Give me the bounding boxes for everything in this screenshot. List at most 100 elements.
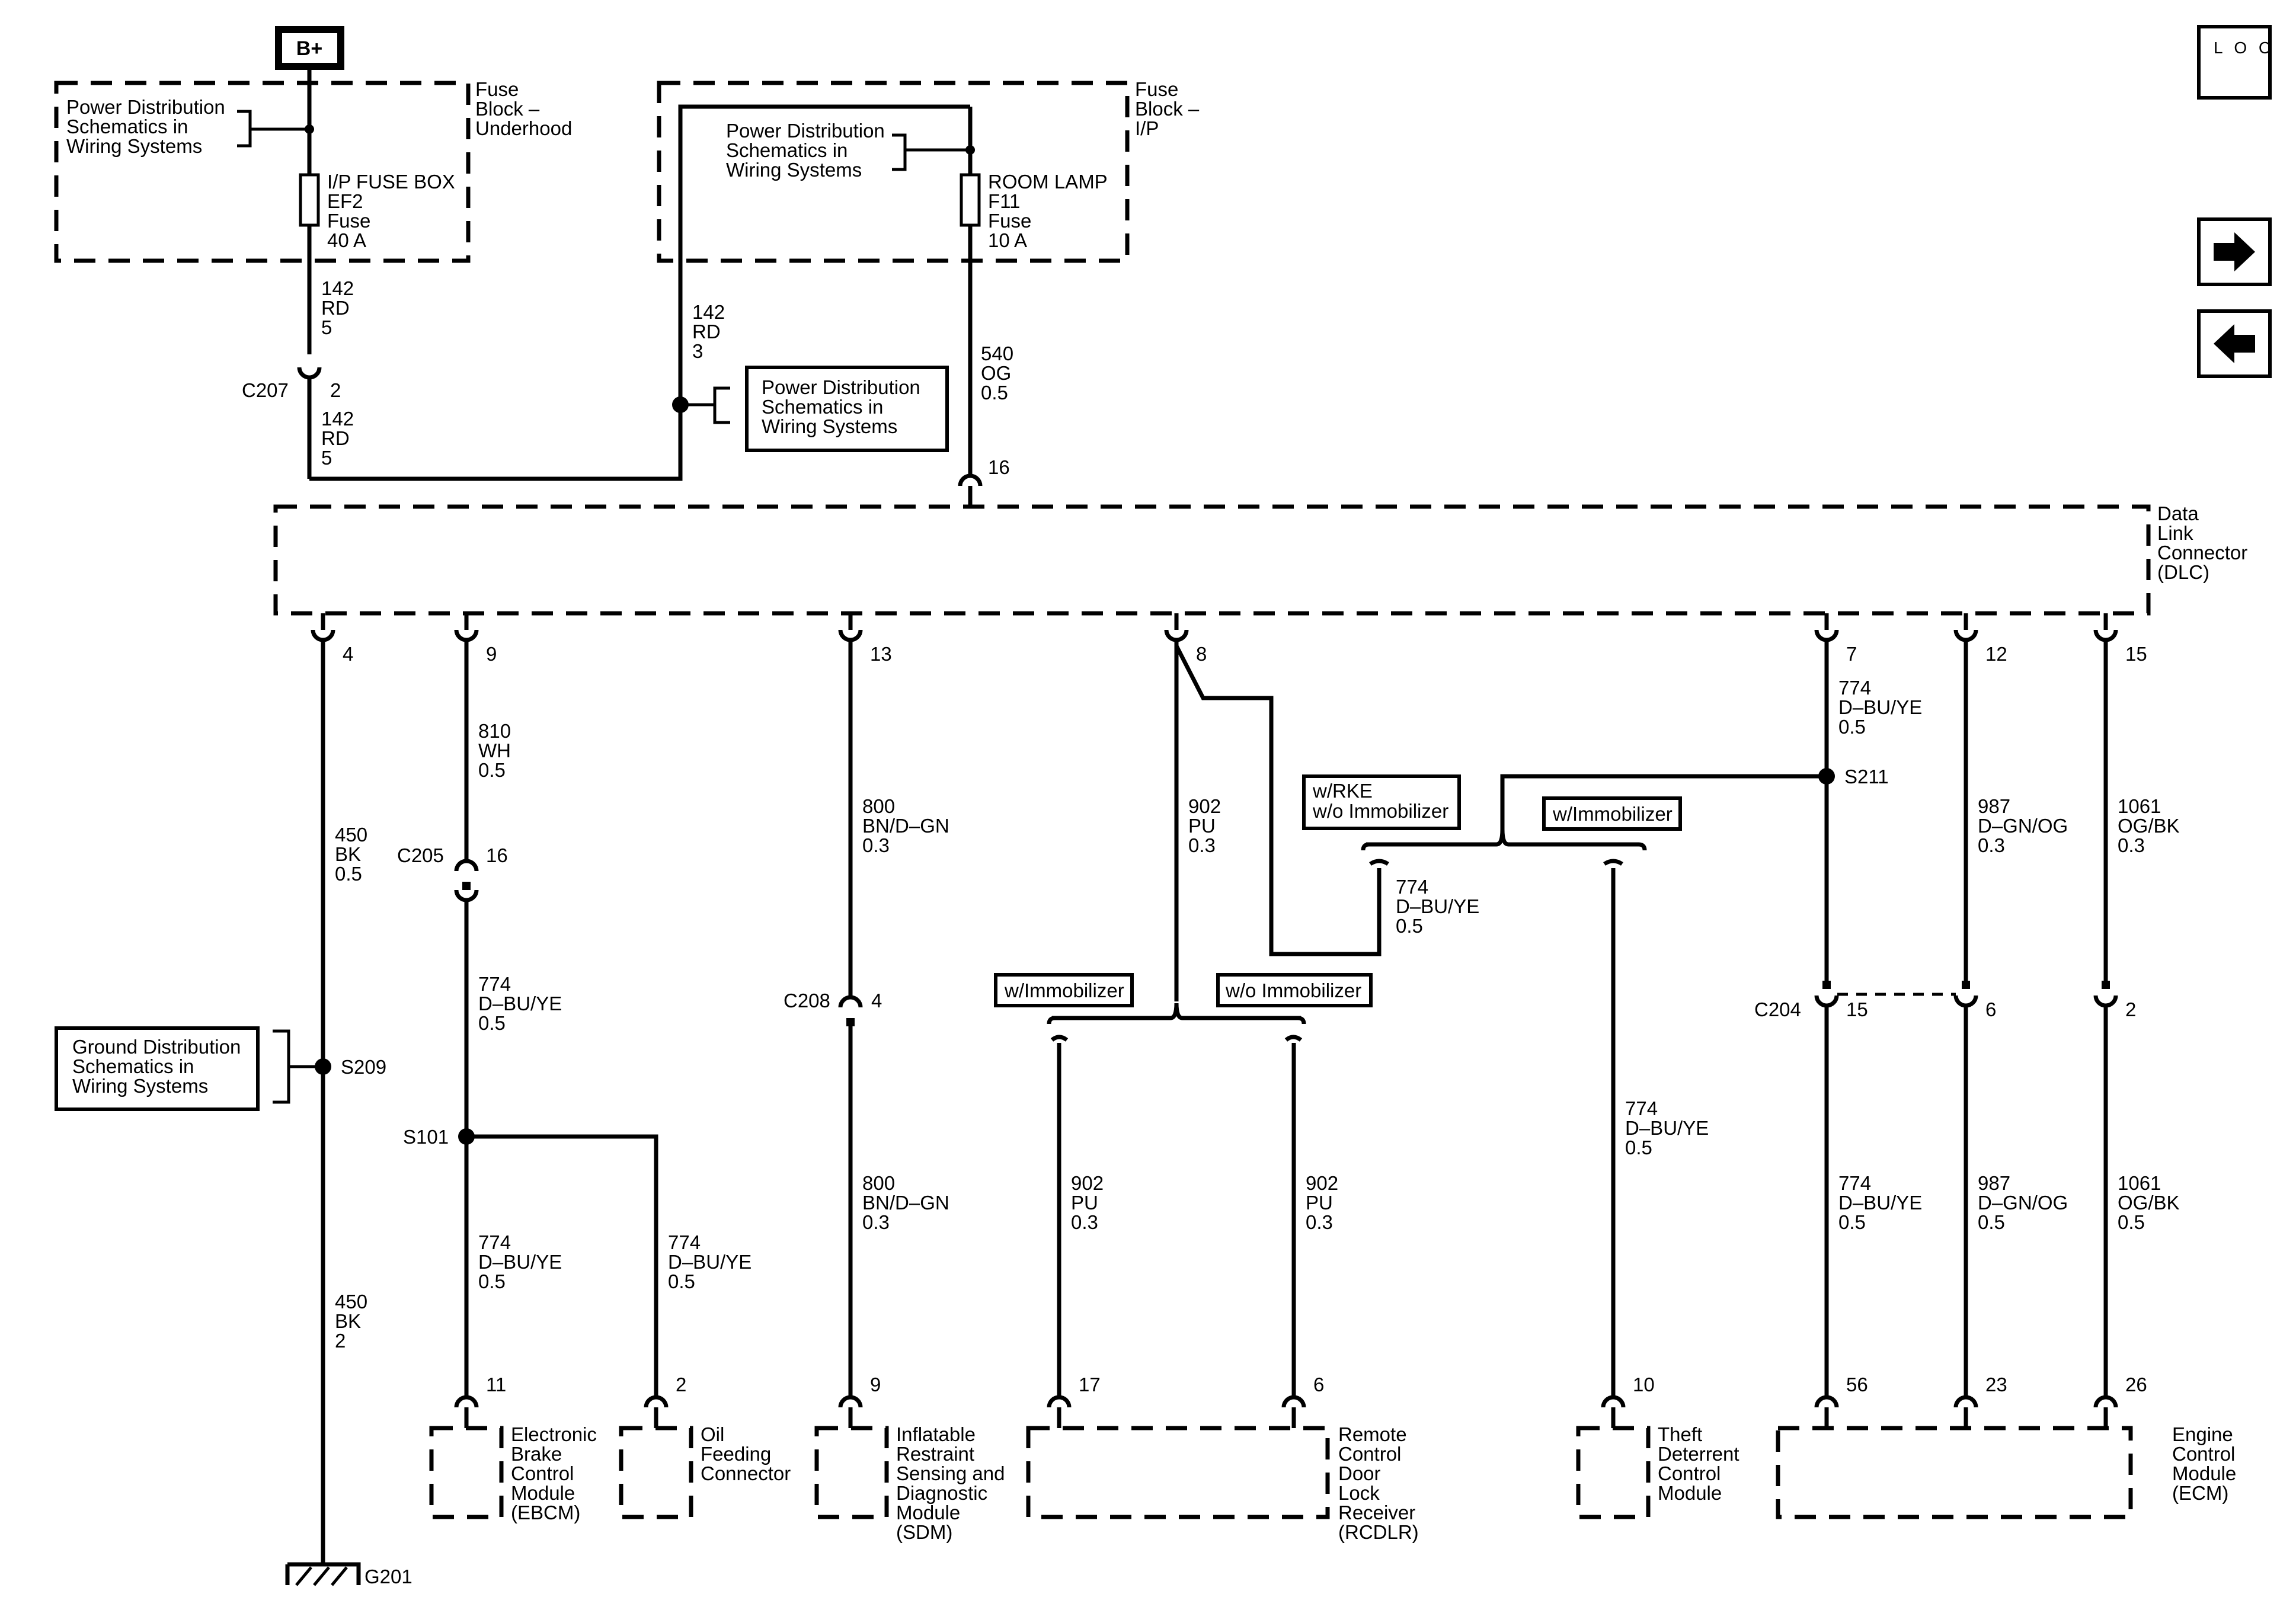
svg-text:Module: Module <box>511 1482 575 1504</box>
ground-distribution-ref[interactable]: Ground Distribution Schematics in Wiring… <box>55 1026 260 1111</box>
svg-text:8: 8 <box>1196 643 1207 665</box>
svg-text:15: 15 <box>2125 643 2147 665</box>
wire-810: 810 WH 0.5 <box>478 720 511 781</box>
svg-text:Schematics in: Schematics in <box>66 116 188 137</box>
svg-text:987: 987 <box>1978 795 2010 817</box>
wire-800-b: 800 BN/D–GN 0.3 <box>862 1172 949 1233</box>
power-distribution-ref-box[interactable]: Power Distribution Schematics in Wiring … <box>745 366 949 452</box>
svg-text:D–BU/YE: D–BU/YE <box>1838 696 1922 718</box>
svg-text:0.5: 0.5 <box>1625 1137 1652 1158</box>
wire-142-b: 142 RD 5 <box>321 408 354 469</box>
svg-text:D–BU/YE: D–BU/YE <box>668 1251 752 1273</box>
option-rke-wo-immobilizer: w/RKE w/o Immobilizer <box>1302 774 1461 830</box>
svg-text:987: 987 <box>1978 1172 2010 1194</box>
svg-text:Connector: Connector <box>2157 542 2247 564</box>
svg-text:Fuse: Fuse <box>1135 78 1178 100</box>
svg-text:Receiver: Receiver <box>1338 1502 1415 1523</box>
svg-text:0.3: 0.3 <box>2118 834 2145 856</box>
svg-text:902: 902 <box>1071 1172 1104 1194</box>
svg-text:OG/BK: OG/BK <box>2118 1192 2180 1214</box>
svg-text:Remote: Remote <box>1338 1423 1407 1445</box>
svg-text:774: 774 <box>1838 677 1871 699</box>
wire-774-ebcm: 774 D–BU/YE 0.5 <box>478 1231 562 1292</box>
power-distribution-ref-ip[interactable]: Power Distribution <box>726 120 885 142</box>
svg-text:3: 3 <box>692 340 703 362</box>
svg-text:Wiring Systems: Wiring Systems <box>66 135 202 157</box>
svg-text:2: 2 <box>335 1330 346 1352</box>
svg-text:Power Distribution: Power Distribution <box>762 376 920 398</box>
svg-text:2: 2 <box>330 379 341 401</box>
svg-text:0.5: 0.5 <box>1396 915 1423 937</box>
svg-text:PU: PU <box>1188 815 1216 837</box>
svg-text:12: 12 <box>1985 643 2007 665</box>
svg-text:Wiring Systems: Wiring Systems <box>72 1075 208 1097</box>
svg-text:D–BU/YE: D–BU/YE <box>1838 1192 1922 1214</box>
module-ecm: 56 23 26 Engine Control Module (ECM) <box>1776 1374 2236 1519</box>
svg-text:BK: BK <box>335 843 361 865</box>
svg-text:0.5: 0.5 <box>478 1012 506 1034</box>
back-arrow-button[interactable] <box>2197 309 2272 378</box>
wire-987-a: 987 D–GN/OG 0.3 <box>1978 795 2068 856</box>
wire-902-a: 902 PU 0.3 <box>1188 795 1221 856</box>
svg-text:Restraint: Restraint <box>896 1443 974 1465</box>
svg-text:0.3: 0.3 <box>862 834 890 856</box>
svg-text:(EBCM): (EBCM) <box>511 1502 580 1523</box>
svg-text:Block –: Block – <box>475 98 540 120</box>
svg-text:774: 774 <box>1838 1172 1871 1194</box>
svg-text:G201: G201 <box>364 1566 412 1587</box>
svg-text:Diagnostic: Diagnostic <box>896 1482 987 1504</box>
module-pins <box>454 1395 2118 1428</box>
loc-button[interactable]: L O C <box>2197 25 2274 100</box>
svg-text:Fuse: Fuse <box>327 210 370 232</box>
svg-text:1061: 1061 <box>2118 1172 2161 1194</box>
svg-text:Feeding: Feeding <box>701 1443 771 1465</box>
svg-text:774: 774 <box>1625 1097 1658 1119</box>
svg-text:142: 142 <box>321 277 354 299</box>
connector-c204: C204 15 6 2 <box>1754 981 2136 1020</box>
svg-text:7: 7 <box>1846 643 1857 665</box>
svg-text:0.5: 0.5 <box>335 863 362 885</box>
svg-text:WH: WH <box>478 740 511 761</box>
svg-text:0.5: 0.5 <box>1838 716 1866 738</box>
wire-1061-a: 1061 OG/BK 0.3 <box>2118 795 2180 856</box>
svg-text:10 A: 10 A <box>988 229 1027 251</box>
svg-text:0.3: 0.3 <box>1188 834 1216 856</box>
svg-text:(RCDLR): (RCDLR) <box>1338 1521 1419 1543</box>
power-distribution-ref[interactable]: Power Distribution <box>66 96 225 118</box>
svg-text:774: 774 <box>478 1231 511 1253</box>
svg-text:Control: Control <box>1338 1443 1401 1465</box>
wire-450-b: 450 BK 2 <box>335 1291 367 1352</box>
svg-text:Data: Data <box>2157 502 2199 524</box>
loc-letter-l: L O C <box>2214 39 2274 57</box>
svg-text:C204: C204 <box>1754 998 1801 1020</box>
arrow-right-icon <box>2214 232 2255 271</box>
svg-text:C207: C207 <box>242 379 289 401</box>
svg-text:w/o Immobilizer: w/o Immobilizer <box>1225 980 1361 1001</box>
svg-text:Block –: Block – <box>1135 98 1200 120</box>
svg-text:Connector: Connector <box>701 1462 791 1484</box>
svg-text:BN/D–GN: BN/D–GN <box>862 1192 949 1214</box>
svg-text:Fuse: Fuse <box>988 210 1031 232</box>
svg-text:D–BU/YE: D–BU/YE <box>478 993 562 1014</box>
module-rcdlr: 17 6 Remote Control Door Lock Receiver (… <box>1026 1374 1419 1543</box>
svg-text:RD: RD <box>321 297 350 319</box>
svg-text:F11: F11 <box>988 190 1020 212</box>
svg-text:Inflatable: Inflatable <box>896 1423 976 1445</box>
svg-text:D–BU/YE: D–BU/YE <box>478 1251 562 1273</box>
module-oil-feeding: 2 Oil Feeding Connector <box>619 1374 791 1519</box>
dlc-pins: 4 9 13 8 7 12 15 <box>311 613 2147 665</box>
svg-text:0.3: 0.3 <box>1978 834 2005 856</box>
svg-text:2: 2 <box>2125 998 2136 1020</box>
forward-arrow-button[interactable] <box>2197 217 2272 286</box>
wire-450-a: 450 BK 0.5 <box>335 824 367 885</box>
svg-text:26: 26 <box>2125 1374 2147 1395</box>
battery-terminal: B+ <box>275 26 344 70</box>
svg-text:15: 15 <box>1846 998 1868 1020</box>
connector-c208: C208 4 <box>784 990 882 1026</box>
svg-text:I/P FUSE BOX: I/P FUSE BOX <box>327 171 455 193</box>
svg-text:(SDM): (SDM) <box>896 1521 952 1543</box>
svg-text:9: 9 <box>486 643 497 665</box>
svg-text:Control: Control <box>1658 1462 1721 1484</box>
wire-774-ecm: 774 D–BU/YE 0.5 <box>1838 1172 1922 1233</box>
svg-text:Module: Module <box>2172 1462 2236 1484</box>
